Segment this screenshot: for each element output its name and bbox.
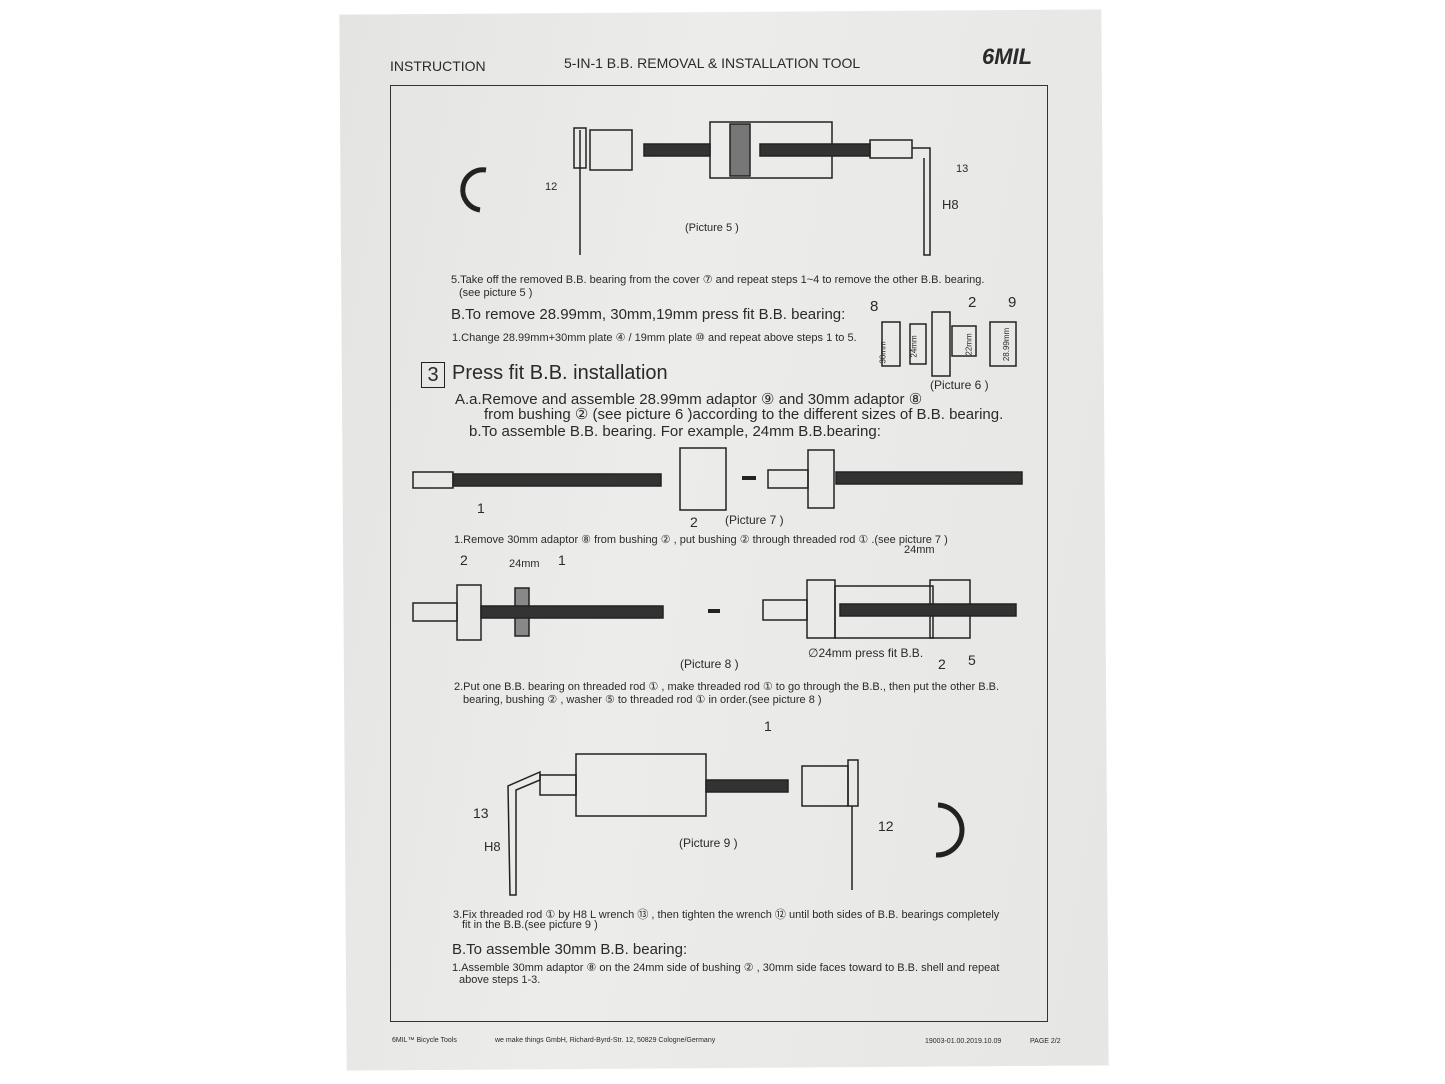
- step-1-text: 1.Remove 30mm adaptor ⑧ from bushing ② ,…: [454, 534, 948, 546]
- footer-page: PAGE 2/2: [1030, 1038, 1061, 1045]
- callout-9: 9: [1008, 294, 1017, 311]
- picture-7-caption: (Picture 7 ): [725, 513, 784, 527]
- section-number: 3: [421, 362, 445, 388]
- step-a-a-cont: from bushing ② (see picture 6 )according…: [484, 406, 1004, 423]
- step-3-text-cont: fit in the B.B.(see picture 9 ): [462, 919, 598, 931]
- section-b-heading: B.To remove 28.99mm, 30mm,19mm press fit…: [451, 306, 846, 323]
- callout-1: 1: [477, 500, 485, 516]
- step-2-text: 2.Put one B.B. bearing on threaded rod ①…: [454, 681, 1000, 693]
- section-b2-heading: B.To assemble 30mm B.B. bearing:: [452, 941, 688, 958]
- brand-logo: 6MIL: [982, 44, 1033, 69]
- label-28-99mm: 28.99mm: [1002, 327, 1012, 362]
- label-24mm: 24mm: [909, 335, 919, 358]
- step-3-text: 3.Fix threaded rod ① by H8 L wrench ⑬ , …: [453, 909, 1000, 921]
- h8-label-p9: H8: [484, 839, 501, 854]
- callout-2: 2: [968, 294, 977, 311]
- header-label: INSTRUCTION: [390, 58, 486, 74]
- callout-1-p9: 1: [764, 718, 772, 734]
- step-a-a: A.a.Remove and assemble 28.99mm adaptor …: [455, 391, 923, 408]
- footer-address: we make things GmbH, Richard-Byrd-Str. 1…: [495, 1037, 716, 1044]
- press-fit-label: ∅24mm press fit B.B.: [808, 646, 924, 660]
- document-title: 5-IN-1 B.B. REMOVAL & INSTALLATION TOOL: [564, 55, 861, 71]
- callout-12: 12: [545, 181, 558, 193]
- section-b2-step-1: 1.Assemble 30mm adaptor ⑧ on the 24mm si…: [452, 962, 1000, 974]
- step-2-text-cont: bearing, bushing ② , washer ⑤ to threade…: [463, 694, 822, 706]
- footer-doc-id: 19003-01.00.2019.10.09: [925, 1038, 1002, 1045]
- step-5-text-cont: (see picture 5 ): [459, 287, 533, 299]
- footer-brand: 6MIL™ Bicycle Tools: [392, 1037, 457, 1044]
- picture-6-caption: (Picture 6 ): [930, 378, 989, 392]
- label-24mm-p8b: 24mm: [904, 544, 935, 556]
- callout-5: 5: [968, 652, 976, 668]
- content-frame: [390, 85, 1048, 1022]
- picture-8-caption: (Picture 8 ): [680, 657, 739, 671]
- callout-12-p9: 12: [878, 818, 894, 834]
- step-5-text: 5.Take off the removed B.B. bearing from…: [451, 274, 985, 286]
- label-30mm: 30mm: [878, 341, 888, 364]
- callout-13-p9: 13: [473, 805, 489, 821]
- callout-8: 8: [870, 298, 879, 315]
- callout-2-p8: 2: [460, 552, 468, 568]
- step-a-b: b.To assemble B.B. bearing. For example,…: [469, 423, 881, 440]
- picture-8-diagram: [412, 579, 1017, 641]
- callout-1-p8: 1: [558, 552, 566, 568]
- callout-2-p8b: 2: [938, 656, 946, 672]
- label-24mm-p8: 24mm: [509, 558, 540, 570]
- picture-7-diagram: [412, 447, 1023, 511]
- section-title: Press fit B.B. installation: [452, 362, 668, 384]
- picture-5-caption: (Picture 5 ): [685, 222, 739, 234]
- label-22mm: 22mm: [964, 333, 974, 356]
- callout-13: 13: [956, 163, 969, 175]
- picture-5-diagram: [460, 121, 931, 256]
- h8-label: H8: [942, 197, 959, 212]
- section-b-step-1: 1.Change 28.99mm+30mm plate ④ / 19mm pla…: [452, 332, 857, 344]
- picture-9-caption: (Picture 9 ): [679, 836, 738, 850]
- callout-2-p7: 2: [690, 514, 698, 530]
- picture-9-diagram: [507, 753, 965, 896]
- section-b2-step-1-cont: above steps 1-3.: [459, 974, 541, 986]
- picture-6-diagram: [881, 311, 1017, 377]
